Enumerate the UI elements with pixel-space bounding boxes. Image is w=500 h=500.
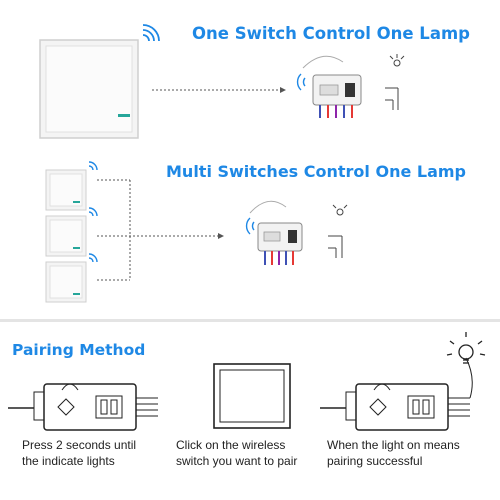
receiver-module-icon (296, 55, 362, 118)
lamp-icon (328, 204, 348, 258)
lamp-icon (385, 54, 405, 110)
pairing-receiver-icon-1[interactable] (8, 383, 158, 431)
pairing-step-1-caption: Press 2 seconds until the indicate light… (22, 438, 137, 468)
multi-wall-switch-icon-1[interactable] (45, 169, 87, 211)
pairing-step-3-caption: When the light on means pairing successf… (327, 438, 460, 468)
bulb-icon (446, 332, 486, 364)
link-lines (97, 179, 218, 281)
multi-switch-heading: Multi Switches Control One Lamp (166, 162, 466, 181)
one-switch-heading: One Switch Control One Lamp (192, 24, 470, 43)
pairing-method-heading: Pairing Method (12, 341, 146, 359)
wifi-signal-icon (88, 161, 98, 263)
wifi-signal-icon (142, 24, 160, 42)
receiver-module-icon (245, 200, 303, 265)
single-wall-switch-icon[interactable] (39, 39, 139, 139)
pairing-wall-switch-icon[interactable] (213, 363, 291, 429)
pairing-receiver-icon-3[interactable] (320, 357, 473, 431)
multi-wall-switch-icon-3[interactable] (45, 261, 87, 303)
pairing-step-2-caption: Click on the wireless switch you want to… (176, 438, 298, 468)
multi-wall-switch-icon-2[interactable] (45, 215, 87, 257)
